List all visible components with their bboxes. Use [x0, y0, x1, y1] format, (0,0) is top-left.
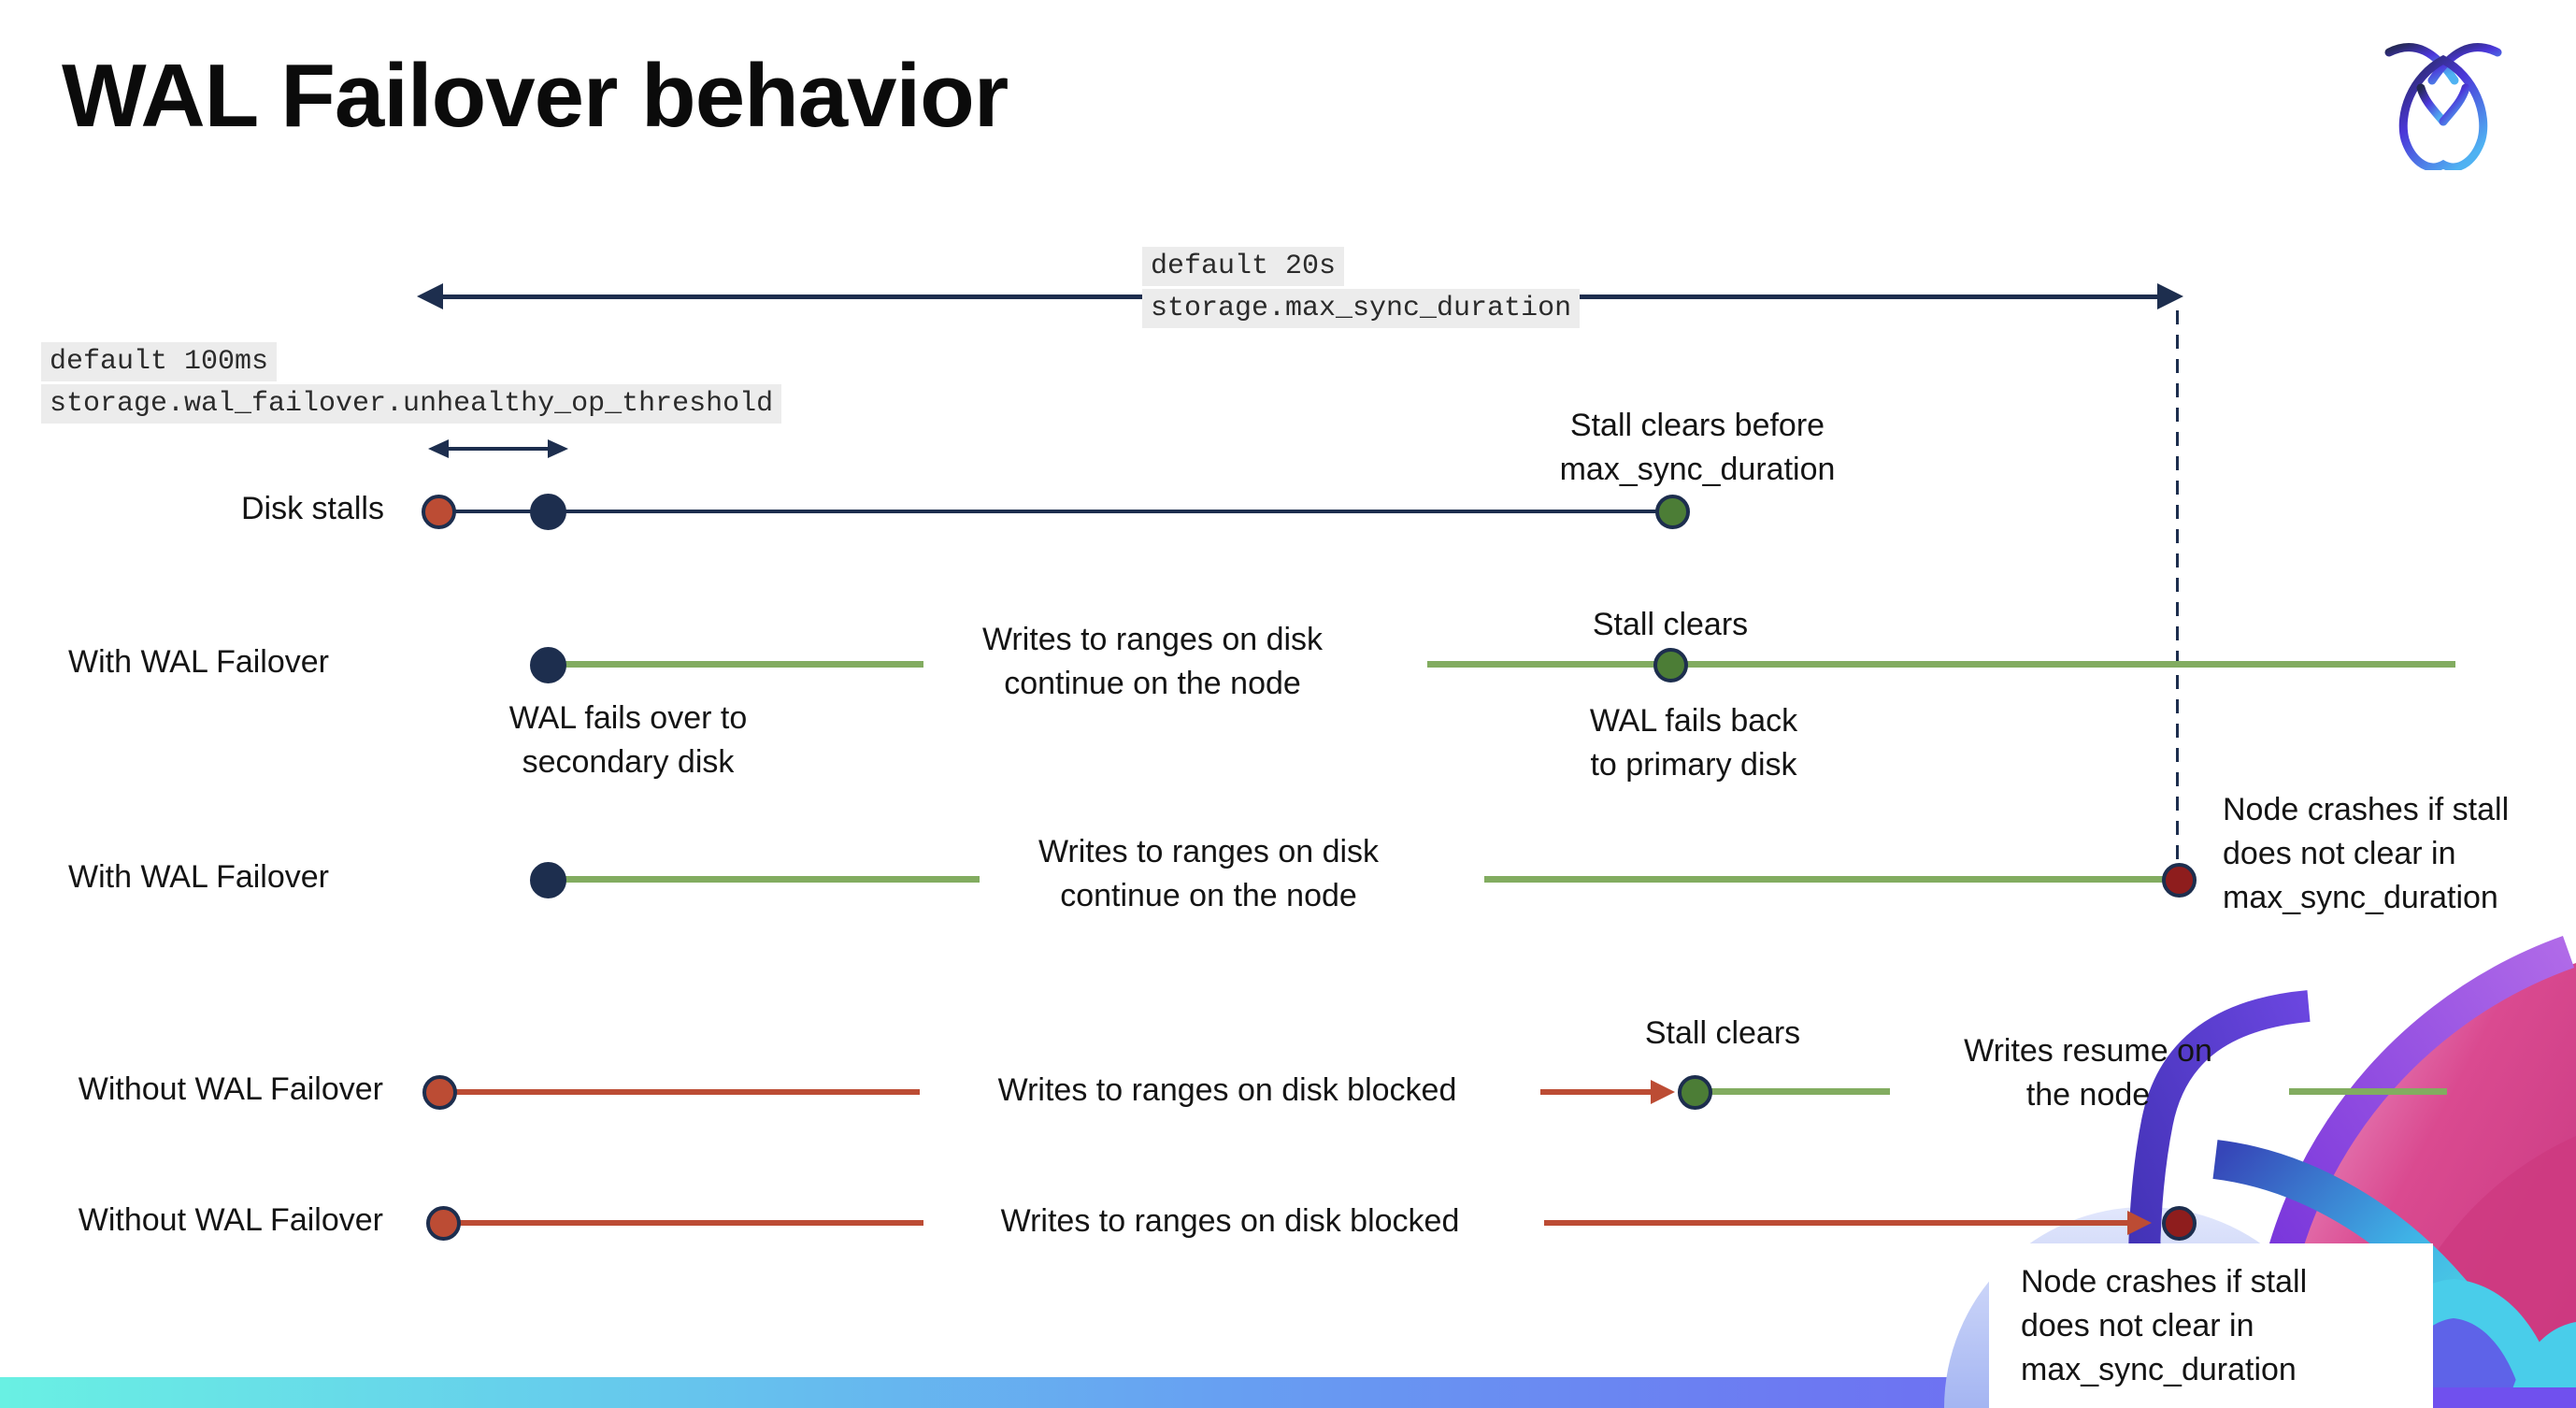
row2-failover-note: WAL fails over to secondary disk: [508, 700, 748, 780]
row4-stall-clears-label: Stall clears: [1644, 1015, 1801, 1051]
unhealthy-op-default-label: default 100ms: [41, 342, 278, 381]
row4-blocked-note: Writes to ranges on disk blocked: [997, 1072, 1457, 1108]
row3-green-segment-a: [559, 876, 980, 883]
row3-mid-note: Writes to ranges on disk continue on the…: [1038, 834, 1380, 913]
unhealthy-op-arrow-right-head: [548, 439, 568, 458]
page-title: WAL Failover behavior: [62, 46, 1009, 146]
row2-failback-note: WAL fails back to primary disk: [1589, 703, 1798, 783]
row2-green-segment-b: [1427, 661, 2455, 668]
max-sync-deadline-dashed-line: [2176, 310, 2179, 864]
row4-stall-clears-dot: [1678, 1075, 1712, 1110]
unhealthy-op-arrow-line: [439, 447, 557, 451]
row2-stall-clears-dot: [1653, 648, 1688, 682]
row-label-disk-stalls: Disk stalls: [240, 491, 384, 526]
failover-threshold-dot: [530, 494, 566, 530]
row3-failover-dot: [530, 862, 566, 898]
stall-clears-dot: [1655, 495, 1690, 529]
row-label-without-wal-failover-2: Without WAL Failover: [78, 1202, 383, 1238]
row5-crash-card: Node crashes if stall does not clear in …: [1989, 1243, 2433, 1408]
row2-failover-dot: [530, 647, 566, 683]
row5-red-arrow-head: [2127, 1211, 2152, 1235]
stall-clears-before-note: Stall clears before max_sync_duration: [1559, 408, 1836, 487]
max-sync-default-label: default 20s: [1142, 247, 1345, 286]
unhealthy-op-setting-label: storage.wal_failover.unhealthy_op_thresh…: [41, 384, 782, 424]
row-label-with-wal-failover-2: With WAL Failover: [68, 859, 329, 895]
row5-blocked-note: Writes to ranges on disk blocked: [1000, 1203, 1460, 1239]
max-sync-arrow-right-head: [2157, 283, 2183, 309]
row4-stall-start-dot: [422, 1075, 457, 1110]
cockroachdb-logo-icon: [2384, 43, 2502, 170]
row3-crash-note: Node crashes if stall does not clear in …: [2223, 792, 2510, 915]
row5-red-segment-b: [1544, 1220, 2129, 1226]
row4-green-segment-a: [1710, 1088, 1890, 1095]
row-label-with-wal-failover-1: With WAL Failover: [68, 644, 329, 680]
row5-crash-note: Node crashes if stall does not clear in …: [2021, 1264, 2308, 1387]
row5-red-segment-a: [458, 1220, 923, 1226]
row4-red-arrow-head: [1651, 1080, 1675, 1104]
row-label-without-wal-failover-1: Without WAL Failover: [78, 1071, 383, 1107]
max-sync-arrow-left-head: [417, 283, 443, 309]
row4-resume-note: Writes resume on the node: [1964, 1033, 2212, 1113]
max-sync-setting-label: storage.max_sync_duration: [1142, 289, 1581, 328]
row5-crash-dot: [2162, 1206, 2197, 1241]
row4-red-segment-b: [1540, 1089, 1654, 1095]
stall-start-dot: [422, 495, 456, 529]
row2-stall-clears-label: Stall clears: [1592, 607, 1749, 642]
row2-mid-note: Writes to ranges on disk continue on the…: [981, 622, 1324, 701]
row3-green-segment-b: [1484, 876, 2168, 883]
row3-crash-dot: [2162, 863, 2197, 898]
row5-stall-start-dot: [426, 1206, 461, 1241]
unhealthy-op-arrow-left-head: [428, 439, 449, 458]
row2-green-segment-a: [559, 661, 923, 668]
row4-green-segment-b: [2289, 1088, 2447, 1095]
disk-stall-timeline: [438, 510, 1672, 513]
row4-red-segment-a: [454, 1089, 920, 1095]
